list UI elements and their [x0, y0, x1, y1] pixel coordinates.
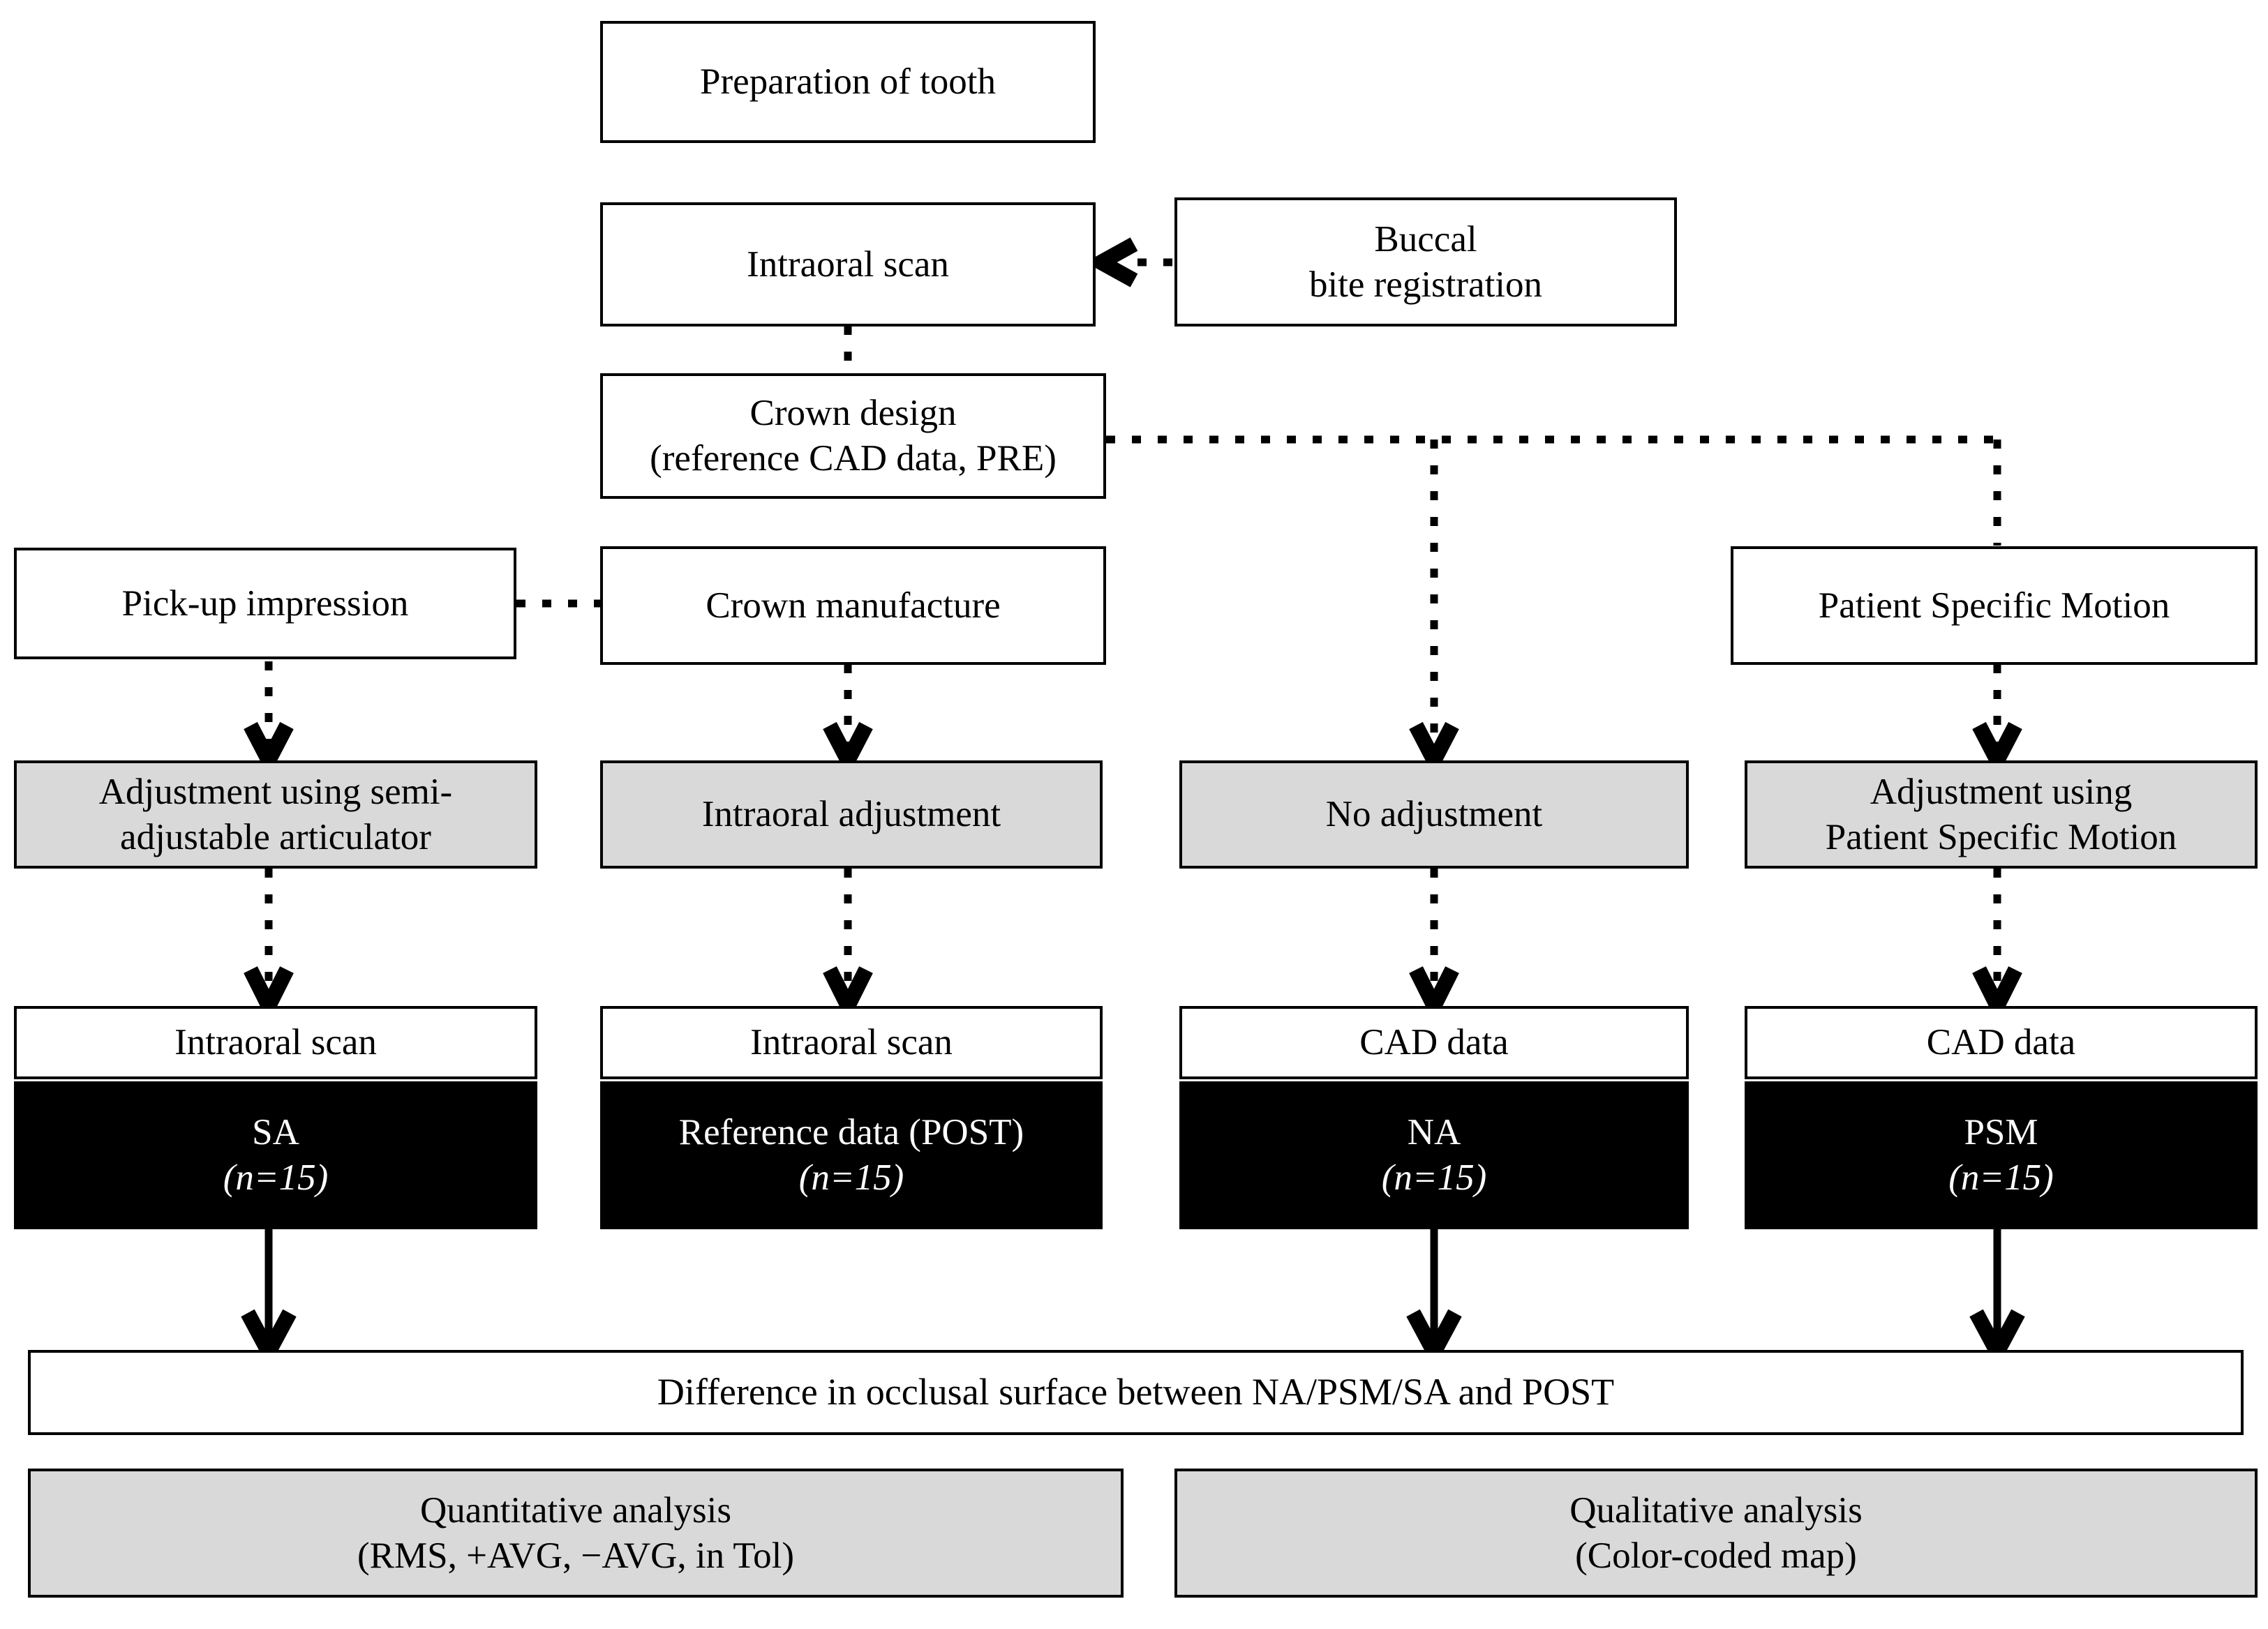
- node-cad-data-na[interactable]: CAD data: [1179, 1006, 1689, 1079]
- node-label-line2: (reference CAD data, PRE): [650, 438, 1057, 479]
- node-label-sample-size: (n=15): [798, 1157, 904, 1198]
- node-label: Patient Specific Motion: [1818, 585, 2170, 626]
- node-crown-manufacture[interactable]: Crown manufacture: [600, 546, 1106, 665]
- node-label-line1: PSM: [1964, 1112, 2038, 1153]
- node-label: Crown manufacture: [706, 585, 1001, 626]
- arrowhead-psmadjust: [1972, 721, 2022, 777]
- node-group-na[interactable]: NA (n=15): [1179, 1081, 1689, 1229]
- node-label-line1: Reference data (POST): [678, 1112, 1024, 1153]
- node-label: Intraoral adjustment: [701, 794, 1001, 835]
- node-label-line1: SA: [252, 1112, 299, 1153]
- node-label-line1: Buccal: [1374, 218, 1477, 260]
- node-difference-occlusal-surface[interactable]: Difference in occlusal surface between N…: [28, 1350, 2244, 1435]
- node-label-line1: Adjustment using: [1870, 771, 2133, 812]
- node-label-line2: adjustable articulator: [120, 816, 431, 857]
- node-label-line2: bite registration: [1308, 264, 1543, 305]
- node-intraoral-scan-post[interactable]: Intraoral scan: [600, 1006, 1103, 1079]
- arrowhead-scan-post: [823, 966, 873, 1023]
- node-label-sample-size: (n=15): [1948, 1157, 2054, 1198]
- node-preparation-of-tooth[interactable]: Preparation of tooth: [600, 21, 1096, 143]
- arrowhead-cad-psm: [1972, 966, 2022, 1023]
- arrowhead-intraoraladjust: [823, 721, 873, 777]
- node-qualitative-analysis[interactable]: Qualitative analysis (Color-coded map): [1174, 1469, 2258, 1598]
- node-buccal-bite-registration[interactable]: Buccal bite registration: [1174, 197, 1677, 326]
- node-pickup-impression[interactable]: Pick-up impression: [14, 548, 516, 659]
- node-label-line1: Adjustment using semi-: [98, 771, 453, 812]
- node-label: Intraoral scan: [174, 1022, 377, 1063]
- node-intraoral-scan-sa[interactable]: Intraoral scan: [14, 1006, 537, 1079]
- node-patient-specific-motion[interactable]: Patient Specific Motion: [1731, 546, 2258, 665]
- node-intraoral-adjustment[interactable]: Intraoral adjustment: [600, 760, 1103, 869]
- arrowhead-diff-sa: [241, 1309, 297, 1369]
- arrowhead-cad-na: [1409, 966, 1459, 1023]
- node-label-line2: (RMS, +AVG, −AVG, in Tol): [357, 1535, 794, 1576]
- arrowhead-diff-na: [1406, 1309, 1462, 1369]
- node-label: Intraoral scan: [750, 1022, 953, 1063]
- node-label: No adjustment: [1325, 794, 1543, 835]
- node-crown-design[interactable]: Crown design (reference CAD data, PRE): [600, 373, 1106, 499]
- node-group-psm[interactable]: PSM (n=15): [1745, 1081, 2258, 1229]
- node-label: CAD data: [1926, 1022, 2076, 1063]
- node-intraoral-scan-top[interactable]: Intraoral scan: [600, 202, 1096, 326]
- node-label: Preparation of tooth: [700, 61, 996, 103]
- node-label: Intraoral scan: [747, 243, 949, 285]
- arrowhead-left: [1085, 237, 1138, 287]
- node-no-adjustment[interactable]: No adjustment: [1179, 760, 1689, 869]
- node-label: CAD data: [1359, 1022, 1509, 1063]
- node-label-line1: Crown design: [749, 393, 957, 434]
- node-label-line1: Qualitative analysis: [1569, 1489, 1863, 1531]
- node-adjustment-semi-adjustable-articulator[interactable]: Adjustment using semi- adjustable articu…: [14, 760, 537, 869]
- node-quantitative-analysis[interactable]: Quantitative analysis (RMS, +AVG, −AVG, …: [28, 1469, 1124, 1598]
- arrowhead-semiadjust: [244, 721, 294, 777]
- node-label-line2: (Color-coded map): [1575, 1535, 1857, 1576]
- arrowhead-scan-sa: [244, 966, 294, 1023]
- node-group-post[interactable]: Reference data (POST) (n=15): [600, 1081, 1103, 1229]
- arrowhead-noadjust: [1409, 721, 1459, 777]
- arrowhead-diff-psm: [1969, 1309, 2025, 1369]
- node-label: Difference in occlusal surface between N…: [657, 1371, 1615, 1413]
- node-label: Pick-up impression: [121, 583, 409, 624]
- node-adjustment-using-psm[interactable]: Adjustment using Patient Specific Motion: [1745, 760, 2258, 869]
- node-label-line1: NA: [1407, 1112, 1461, 1153]
- node-label-sample-size: (n=15): [1381, 1157, 1487, 1198]
- node-label-line1: Quantitative analysis: [420, 1489, 731, 1531]
- node-label-sample-size: (n=15): [223, 1157, 329, 1198]
- node-label-line2: Patient Specific Motion: [1825, 816, 2177, 857]
- node-group-sa[interactable]: SA (n=15): [14, 1081, 537, 1229]
- node-cad-data-psm[interactable]: CAD data: [1745, 1006, 2258, 1079]
